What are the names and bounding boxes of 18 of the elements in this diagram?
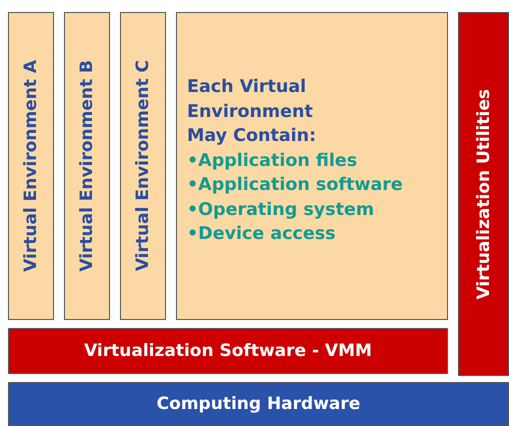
layer-column <box>458 12 509 376</box>
bullet-item: •Device access <box>187 223 337 246</box>
layer-bar <box>8 328 448 374</box>
layer-label: Virtualization Utilities <box>474 88 494 300</box>
bullet-item: •Application software <box>187 174 404 197</box>
layer-label: Virtualization Software - VMM <box>84 341 372 361</box>
layer-column <box>120 12 166 320</box>
layer-column <box>8 12 54 320</box>
layer-label: Virtual Environment B <box>77 60 97 272</box>
panel-heading: Each Virtual Environment May Contain: <box>187 76 318 148</box>
layer-column <box>64 12 110 320</box>
layer-bar <box>8 382 509 426</box>
bullet-item: •Operating system <box>187 198 376 222</box>
layer-label: Virtual Environment C <box>133 60 153 272</box>
layer-label: Computing Hardware <box>156 394 360 414</box>
layer-label: Virtual Environment A <box>21 60 41 272</box>
content-panel <box>176 12 448 320</box>
bullet-item: •Application files <box>187 150 358 172</box>
